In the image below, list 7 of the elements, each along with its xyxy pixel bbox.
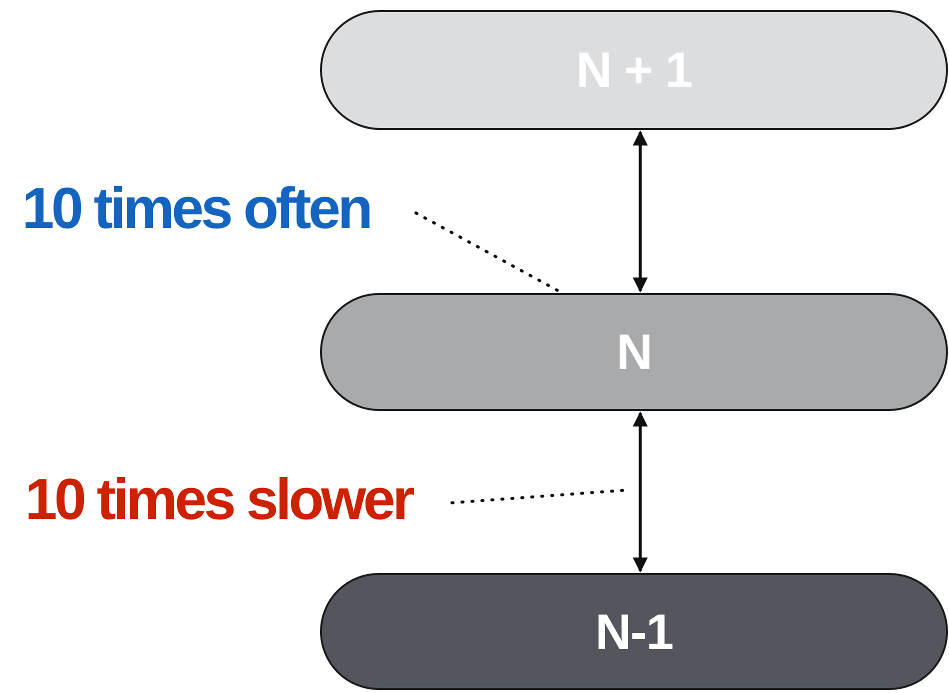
double-arrow	[632, 130, 648, 292]
layer-label: N-1	[595, 602, 673, 660]
leader-line	[414, 212, 560, 292]
annotation-text: 10 times slower	[25, 471, 412, 529]
annotation-text: 10 times often	[22, 180, 370, 238]
double-arrow	[632, 412, 648, 572]
layer-label: N	[616, 323, 652, 381]
